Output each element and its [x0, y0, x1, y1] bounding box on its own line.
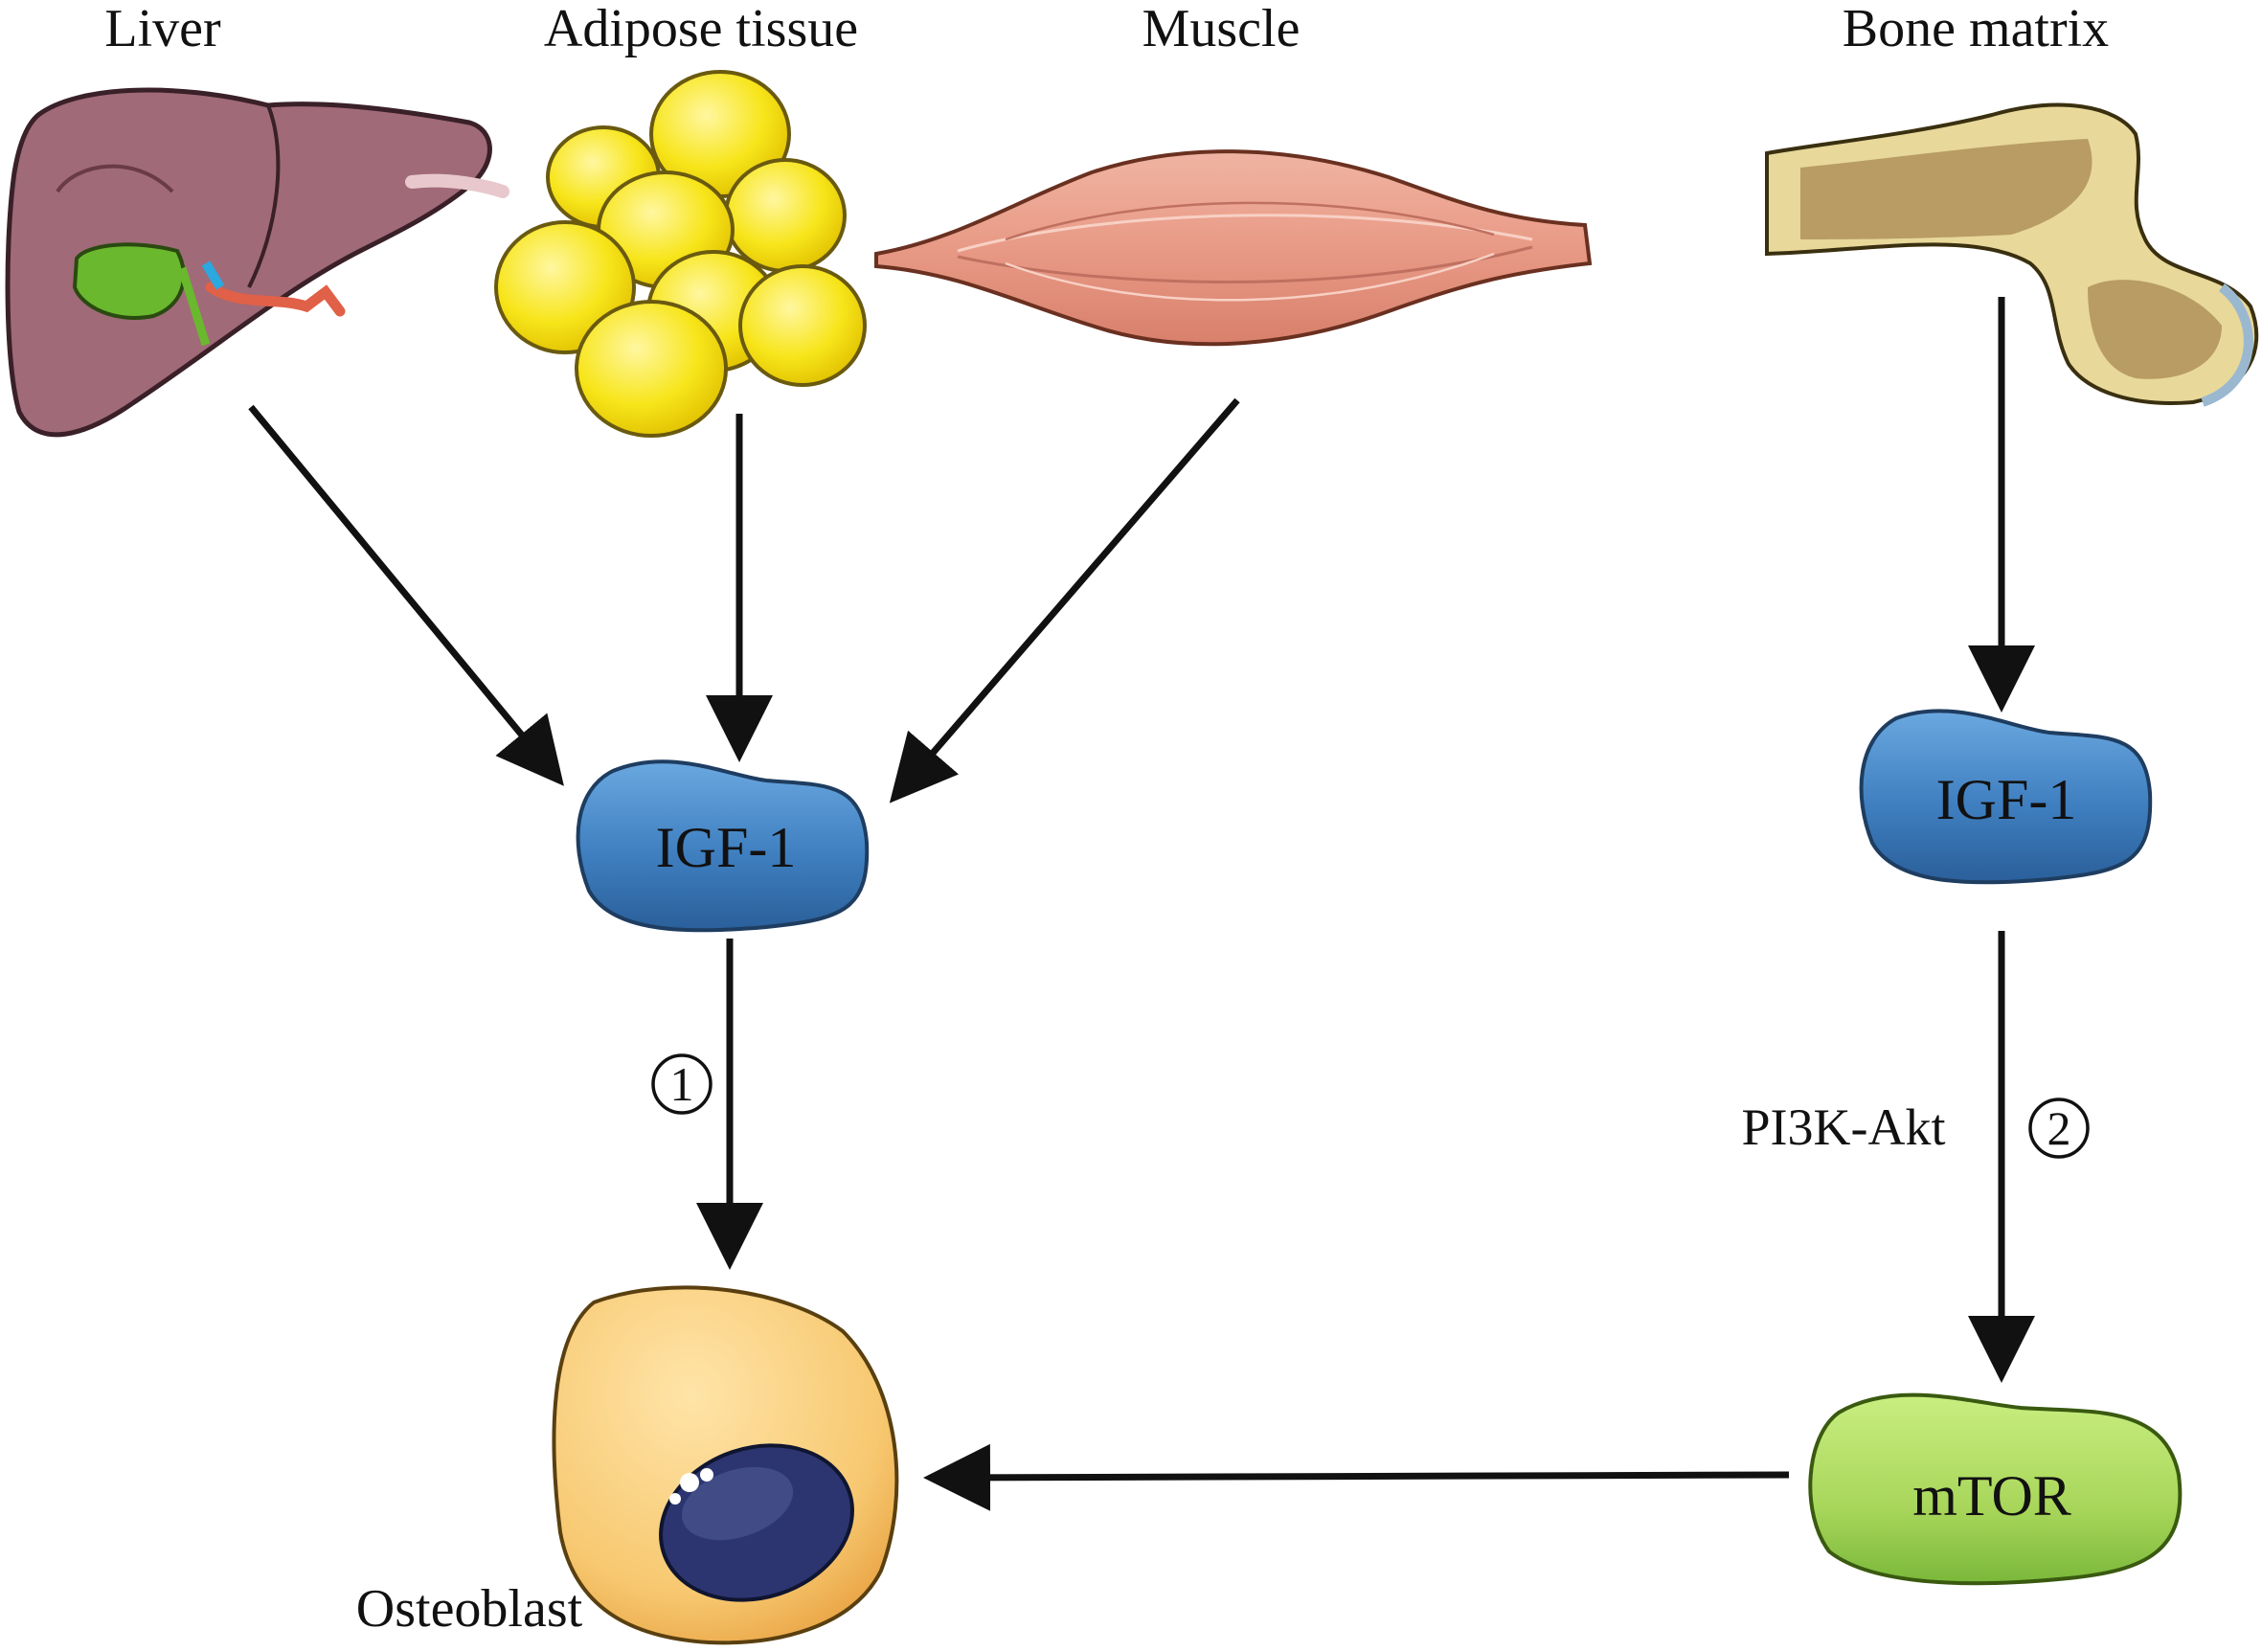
bone-icon — [1765, 102, 2259, 407]
igf1-right-node: IGF-1 — [1859, 709, 2153, 885]
step-2-label: 2 — [2047, 1101, 2071, 1155]
osteoblast-label: Osteoblast — [356, 1579, 583, 1639]
step-2-marker: 2 — [2028, 1098, 2090, 1159]
arrows — [248, 297, 2035, 1511]
liver-label: Liver — [104, 0, 221, 58]
adipose-tissue-label: Adipose tissue — [544, 0, 858, 58]
mtor-label: mTOR — [1912, 1464, 2071, 1528]
mtor-node: mTOR — [1808, 1392, 2183, 1586]
igf1-right-label: IGF-1 — [1936, 768, 2077, 831]
liver-icon — [5, 87, 509, 438]
arrow-mtor-to-osteoblast — [923, 1443, 1790, 1511]
step-1-marker: 1 — [651, 1053, 713, 1115]
arrow-liver-to-igf1 — [248, 404, 564, 786]
muscle-label: Muscle — [1142, 0, 1301, 58]
muscle-icon — [874, 149, 1593, 347]
adipose-tissue-icon — [494, 70, 867, 438]
pi3k-akt-label: PI3K-Akt — [1742, 1098, 1946, 1156]
igf1-left-label: IGF-1 — [656, 816, 797, 879]
bone-matrix-label: Bone matrix — [1843, 0, 2109, 58]
arrow-muscle-to-igf1 — [889, 397, 1240, 803]
osteoblast-cell — [552, 1285, 899, 1645]
igf1-left-node: IGF-1 — [576, 759, 870, 933]
step-1-label: 1 — [670, 1057, 694, 1111]
